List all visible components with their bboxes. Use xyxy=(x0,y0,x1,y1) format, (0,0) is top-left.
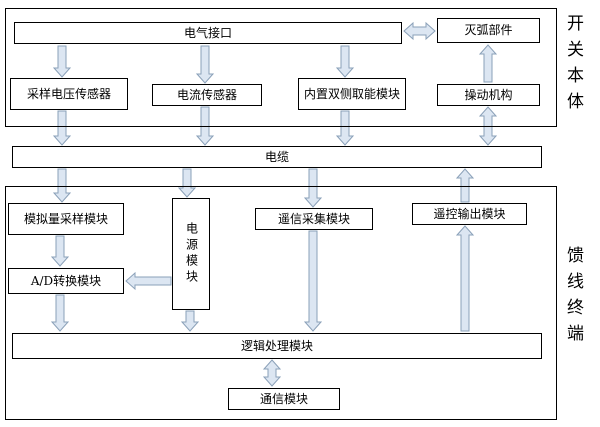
cable-box: 电缆 xyxy=(12,146,542,168)
switch-body-side-label: 开关本体 xyxy=(563,14,583,118)
operating-mechanism-label: 操动机构 xyxy=(464,87,513,102)
electrical-interface-label: 电气接口 xyxy=(183,25,232,40)
current-sensor-label: 电流传感器 xyxy=(176,87,237,102)
energy-harvest-label: 内置双侧取能模块 xyxy=(303,86,400,101)
logic-processing-label: 逻辑处理模块 xyxy=(240,338,313,353)
analog-sampling-box: 模拟量采样模块 xyxy=(8,203,124,235)
feeder-terminal-section xyxy=(5,186,557,420)
voltage-sensor-box: 采样电压传感器 xyxy=(10,78,128,110)
power-module-box: 电源模块 xyxy=(172,198,210,310)
communication-box: 通信模块 xyxy=(228,388,340,410)
cable-label: 电缆 xyxy=(264,149,289,164)
arc-quenching-box: 灭弧部件 xyxy=(437,18,540,43)
electrical-interface-box: 电气接口 xyxy=(14,22,402,44)
ad-converter-box: A/D转换模块 xyxy=(8,268,124,294)
arc-quenching-label: 灭弧部件 xyxy=(464,23,513,37)
remote-signal-label: 遥信采集模块 xyxy=(277,211,350,226)
remote-signal-box: 遥信采集模块 xyxy=(255,208,373,230)
current-sensor-box: 电流传感器 xyxy=(152,84,262,106)
feeder-terminal-side-label: 馈线终端 xyxy=(563,246,583,350)
power-module-label: 电源模块 xyxy=(184,222,199,286)
energy-harvest-box: 内置双侧取能模块 xyxy=(298,78,406,110)
analog-sampling-label: 模拟量采样模块 xyxy=(23,211,108,226)
remote-control-label: 遥控输出模块 xyxy=(433,206,506,221)
communication-label: 通信模块 xyxy=(259,391,308,406)
switch-body-section xyxy=(5,8,557,127)
operating-mechanism-box: 操动机构 xyxy=(437,84,540,106)
remote-control-box: 遥控输出模块 xyxy=(412,203,527,225)
ad-converter-label: A/D转换模块 xyxy=(30,273,102,288)
logic-processing-box: 逻辑处理模块 xyxy=(12,333,542,359)
voltage-sensor-label: 采样电压传感器 xyxy=(26,86,111,101)
